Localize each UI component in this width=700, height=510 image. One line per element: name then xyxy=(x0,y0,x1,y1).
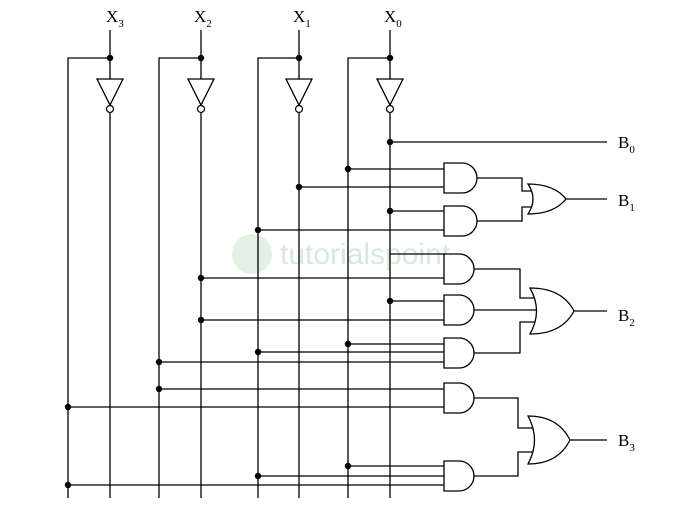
input-label-x0: X0 xyxy=(384,7,402,30)
not-gate-x0 xyxy=(375,78,405,114)
b0-wire xyxy=(386,138,607,146)
input-label-x1: X1 xyxy=(293,7,311,30)
input-label-x2: X2 xyxy=(194,7,212,30)
not-gate-x3 xyxy=(95,78,125,114)
output-label-b3: B3 xyxy=(618,431,635,454)
or-gate-b2 xyxy=(474,268,607,354)
output-label-b2: B2 xyxy=(618,306,635,329)
output-label-b1: B1 xyxy=(618,191,635,214)
output-label-b0: B0 xyxy=(618,133,635,156)
and-gate-b3-bottom xyxy=(64,460,475,492)
and-gate-b2-1 xyxy=(197,253,475,285)
input-label-x3: X3 xyxy=(106,7,124,30)
and-gate-b1-top xyxy=(295,162,478,194)
and-gate-b1-bottom xyxy=(254,205,478,237)
not-gate-x1 xyxy=(284,78,314,114)
input-x3-wiring xyxy=(67,30,114,498)
and-gate-b2-2 xyxy=(197,294,475,326)
or-gate-b3 xyxy=(474,397,607,477)
and-gate-b2-3 xyxy=(155,337,475,369)
or-gate-b1 xyxy=(477,177,607,222)
and-gate-b3-top xyxy=(64,382,475,414)
input-x2-wiring xyxy=(158,30,205,498)
not-gate-x2 xyxy=(186,78,216,114)
